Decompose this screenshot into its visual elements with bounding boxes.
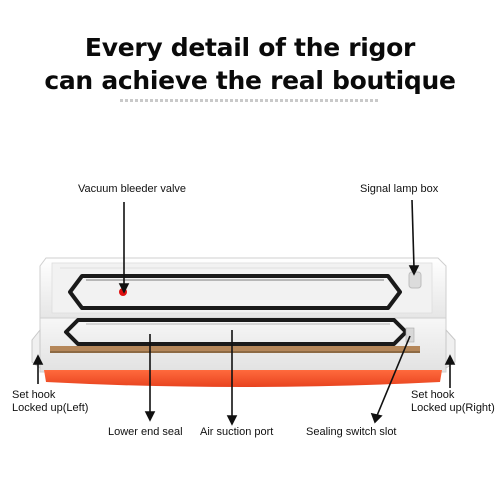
lower-base: [31, 317, 456, 387]
headline-line-2: can achieve the real boutique: [44, 66, 456, 95]
label-lower-end-seal: Lower end seal: [108, 426, 183, 438]
label-set-hook-right-line2: Locked up(Right): [411, 402, 495, 414]
label-vacuum-bleeder-valve: Vacuum bleeder valve: [78, 183, 187, 195]
sealing-switch-slot: [405, 327, 415, 343]
heat-strip: [50, 346, 420, 351]
orange-base-band: [44, 370, 442, 387]
label-set-hook-left-line1: Set hook: [12, 389, 56, 401]
label-signal-lamp-box: Signal lamp box: [360, 183, 439, 195]
headline-line-1: Every detail of the rigor: [84, 33, 416, 62]
label-sealing-switch-slot: Sealing switch slot: [306, 426, 397, 438]
label-set-hook-left-line2: Locked up(Left): [12, 402, 89, 414]
faint-subtitle-line: [120, 99, 380, 102]
signal-lamp: [408, 271, 422, 289]
upper-lid: [39, 257, 447, 319]
label-air-suction-port: Air suction port: [200, 426, 274, 438]
label-set-hook-right-line1: Set hook: [411, 389, 455, 401]
leader-lines: [32, 199, 456, 426]
upper-gasket: [68, 274, 402, 310]
